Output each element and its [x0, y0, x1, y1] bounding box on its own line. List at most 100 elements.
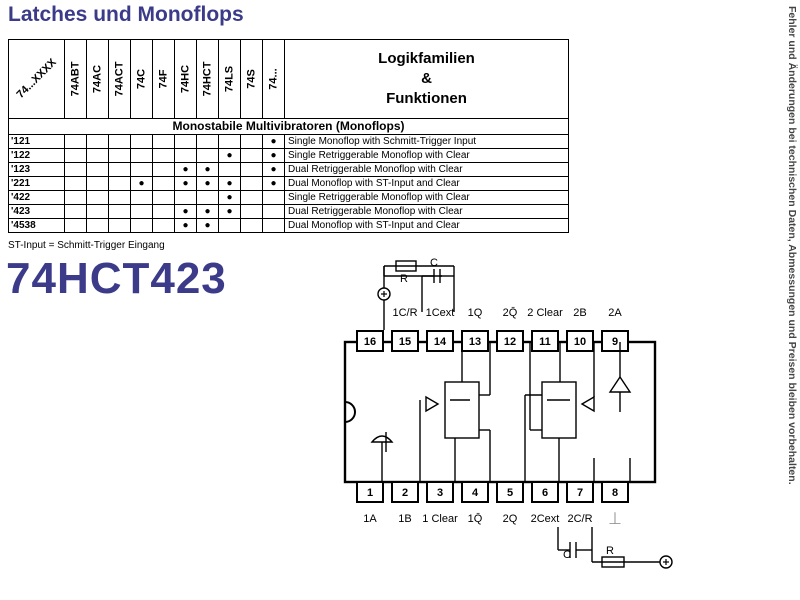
availability-dot	[108, 134, 131, 149]
pin-label: 1A	[363, 513, 377, 525]
availability-dot	[86, 190, 109, 205]
availability-dot: ●	[196, 176, 219, 191]
pin-number: 15	[399, 336, 411, 348]
internal-wiring	[370, 342, 632, 482]
pin-label: 1Cext	[426, 307, 455, 319]
availability-dot: ●	[262, 134, 285, 149]
pin-box	[601, 330, 629, 352]
availability-dot: ●	[218, 148, 241, 163]
pin-number: 9	[612, 336, 618, 348]
pin-box	[531, 481, 559, 503]
footnote: ST-Input = Schmitt-Trigger Eingang	[8, 240, 165, 251]
availability-dot: ●	[196, 204, 219, 219]
pin-label: 2Q	[503, 513, 518, 525]
function-description: Single Monoflop with Schmitt-Trigger Inp…	[284, 134, 569, 149]
availability-dot	[196, 148, 219, 163]
availability-dot	[64, 176, 87, 191]
family-header: 74HCT	[196, 39, 219, 119]
side-note: Fehler und Änderungen bei technischen Da…	[786, 6, 798, 485]
function-description: Single Retriggerable Monoflop with Clear	[284, 148, 569, 163]
availability-dot	[130, 218, 153, 233]
availability-dot	[218, 134, 241, 149]
availability-dot	[174, 148, 197, 163]
section-title: Monostabile Multivibratoren (Monoflops)	[8, 118, 569, 135]
pin-label: 2B	[573, 307, 586, 319]
availability-dot	[108, 218, 131, 233]
availability-dot	[218, 162, 241, 177]
availability-dot	[64, 148, 87, 163]
pin-number: 14	[434, 336, 447, 348]
family-header: 74S	[240, 39, 263, 119]
availability-dot	[262, 190, 285, 205]
family-header: 74...	[262, 39, 285, 119]
availability-dot	[86, 162, 109, 177]
availability-dot	[152, 218, 175, 233]
table-header-row: 74...XXXX 74ABT 74AC 74ACT 74C 74F 74HC …	[8, 39, 569, 119]
pin-number: 10	[574, 336, 586, 348]
availability-dot: ●	[218, 204, 241, 219]
pin-label: 1C/R	[392, 307, 417, 319]
table-row: '4538 ●● Dual Monoflop with ST-Input and C…	[8, 218, 569, 233]
availability-dot	[108, 190, 131, 205]
availability-dot	[64, 218, 87, 233]
availability-dot	[108, 204, 131, 219]
function-description: Dual Retriggerable Monoflop with Clear	[284, 204, 569, 219]
type-code: '423	[8, 204, 65, 219]
table-row: '121 ●Single Monoflop with Schmitt-Trigge…	[8, 134, 569, 149]
page-title: Latches und Monoflops	[8, 3, 244, 26]
pin-box	[496, 481, 524, 503]
pin-number: 5	[507, 487, 513, 499]
family-header: 74C	[130, 39, 153, 119]
availability-dot	[152, 190, 175, 205]
availability-dot	[262, 204, 285, 219]
pin-number: 2	[402, 487, 408, 499]
type-code: '122	[8, 148, 65, 163]
availability-dot: ●	[218, 190, 241, 205]
pin-label: 2Q̄	[503, 306, 518, 319]
pin-label: 1Q	[468, 307, 483, 319]
family-header: 74ABT	[64, 39, 87, 119]
availability-dot	[130, 162, 153, 177]
pin-label: 1Q̄	[468, 512, 483, 525]
pin-number: 7	[577, 487, 583, 499]
availability-dot	[152, 148, 175, 163]
function-description: Single Retriggerable Monoflop with Clear	[284, 190, 569, 205]
availability-dot	[240, 204, 263, 219]
family-header: 74F	[152, 39, 175, 119]
availability-dot: ●	[174, 204, 197, 219]
pin-label: 2Cext	[531, 513, 560, 525]
pin-box	[566, 330, 594, 352]
family-header: 74HC	[174, 39, 197, 119]
pin-label: 1 Clear	[422, 513, 458, 525]
availability-dot	[86, 204, 109, 219]
availability-dot	[130, 190, 153, 205]
availability-dot: ●	[196, 162, 219, 177]
availability-dot	[86, 176, 109, 191]
availability-dot: ●	[196, 218, 219, 233]
function-description: Dual Retriggerable Monoflop with Clear	[284, 162, 569, 177]
availability-dot	[130, 204, 153, 219]
rc-network-top	[383, 260, 455, 312]
availability-dot	[108, 176, 131, 191]
rc-bottom-c-label: C	[563, 549, 571, 561]
table-row: '122●●Single Retriggerable Monoflop with…	[8, 148, 569, 163]
availability-dot	[130, 134, 153, 149]
pin-number: 1	[367, 487, 373, 499]
rc-network-bottom	[557, 527, 660, 568]
pin-label: 2C/R	[567, 513, 592, 525]
pin-box	[356, 330, 384, 352]
availability-dot: ●	[174, 218, 197, 233]
availability-dot	[218, 218, 241, 233]
pin-box	[461, 481, 489, 503]
availability-dot	[130, 148, 153, 163]
rc-top-c-label: C	[430, 257, 438, 269]
function-description: Dual Monoflop with ST-Input and Clear	[284, 218, 569, 233]
type-code: '4538	[8, 218, 65, 233]
pin-box	[461, 330, 489, 352]
type-code: '121	[8, 134, 65, 149]
pin-number: 4	[472, 487, 479, 499]
availability-dot	[108, 148, 131, 163]
family-header: 74LS	[218, 39, 241, 119]
pin-box	[356, 481, 384, 503]
pin-number: 8	[612, 487, 618, 499]
